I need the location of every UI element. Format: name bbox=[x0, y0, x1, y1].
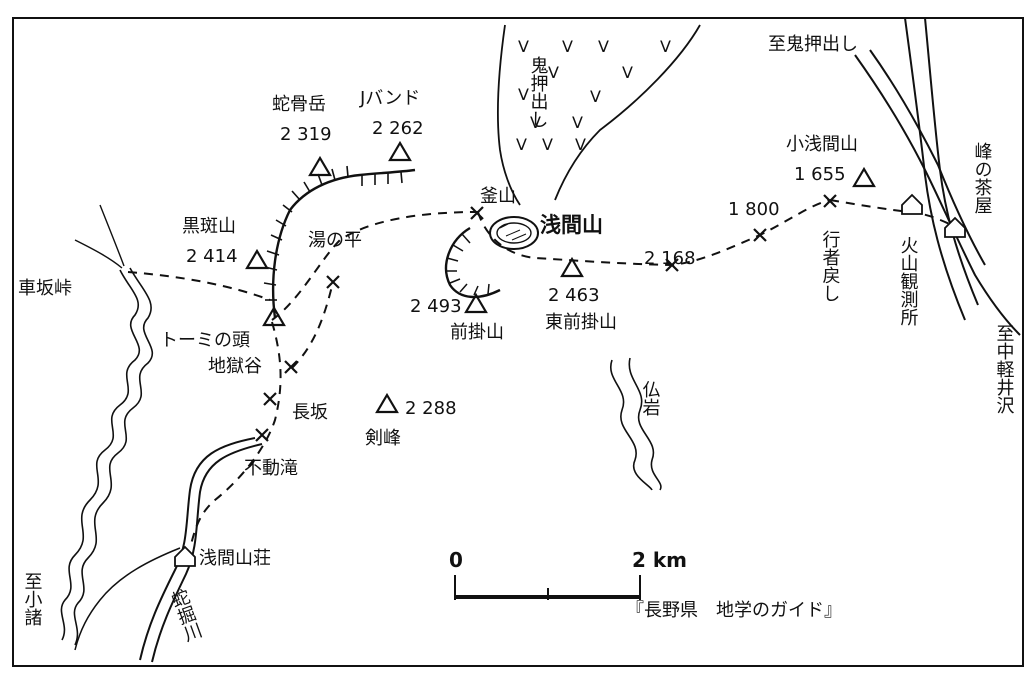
scale-zero: 0 bbox=[449, 548, 463, 572]
label-kenmine: 剣峰 bbox=[365, 428, 401, 449]
peak-jakotsu-triangle bbox=[308, 155, 332, 177]
label-elev-2168: 2 168 bbox=[644, 248, 696, 269]
label-to-onioshidashi: 至鬼押出し bbox=[768, 34, 858, 55]
road-lower-left bbox=[74, 547, 181, 651]
label-kazan-kansokujo: 火山観測所 bbox=[898, 236, 919, 326]
label-elev-1800: 1 800 bbox=[728, 199, 780, 220]
ridge-maekake bbox=[444, 226, 501, 299]
river-kurumazaka bbox=[60, 269, 141, 641]
svg-text:V: V bbox=[622, 63, 633, 82]
svg-text:V: V bbox=[530, 113, 541, 132]
label-to-nakakaruizawa: 至中軽井沢 bbox=[994, 324, 1015, 414]
label-onioshidashi-area: 鬼押出し bbox=[528, 56, 549, 128]
river-kurumazaka-bank bbox=[73, 267, 154, 646]
elev-kurofu: 2 414 bbox=[186, 246, 238, 267]
elev-koasama: 1 655 bbox=[794, 164, 846, 185]
label-jigokudani: 地獄谷 bbox=[208, 356, 262, 377]
crater-inner bbox=[496, 222, 532, 244]
scale-end: 2 km bbox=[632, 548, 687, 572]
label-jband: Jバンド bbox=[359, 88, 420, 109]
svg-text:V: V bbox=[572, 113, 583, 132]
svg-text:V: V bbox=[590, 87, 601, 106]
onioshidashi-flow-right bbox=[554, 24, 701, 201]
maekake-hachures bbox=[446, 233, 490, 296]
road-onioshidashi bbox=[854, 54, 1021, 336]
svg-text:V: V bbox=[562, 37, 573, 56]
stream-left-branch bbox=[74, 204, 125, 269]
label-nagasaka: 長坂 bbox=[292, 402, 328, 423]
label-jakotsu: 蛇骨岳 bbox=[272, 94, 326, 115]
x-markers bbox=[255, 194, 837, 442]
label-maekake: 前掛山 bbox=[450, 322, 504, 343]
label-higashimaekake: 東前掛山 bbox=[545, 312, 617, 333]
crater-outer bbox=[489, 216, 539, 250]
svg-text:V: V bbox=[548, 63, 559, 82]
peak-kenmine-triangle bbox=[375, 392, 399, 414]
elev-kenmine: 2 288 bbox=[405, 398, 457, 419]
hut-observatory-icon bbox=[901, 193, 923, 215]
svg-text:V: V bbox=[598, 37, 609, 56]
road-to-sanso-inner bbox=[151, 443, 263, 663]
peak-triangles bbox=[245, 140, 876, 414]
peak-higashimaekake-triangle bbox=[560, 256, 584, 278]
svg-text:V: V bbox=[516, 135, 527, 154]
hut-minechaya-icon bbox=[944, 216, 966, 238]
hut-icons bbox=[174, 193, 966, 567]
svg-text:V: V bbox=[660, 37, 671, 56]
elev-maekake: 2 493 bbox=[410, 296, 462, 317]
onioshidashi-flow bbox=[497, 24, 521, 206]
label-to-komoro: 至小諸 bbox=[22, 572, 43, 626]
source-credit: 『長野県 地学のガイド』 bbox=[626, 600, 842, 621]
svg-text:V: V bbox=[575, 135, 586, 154]
label-yunotaira: 湯の平 bbox=[308, 230, 362, 251]
label-mine-chaya: 峰の茶屋 bbox=[972, 142, 993, 214]
label-kurofu: 黒斑山 bbox=[182, 216, 236, 237]
hotokeiwa-shape bbox=[609, 357, 662, 491]
label-kamayama: 釜山 bbox=[480, 186, 516, 207]
svg-text:V: V bbox=[542, 135, 553, 154]
label-jakotsugawa: 蛇掘川 bbox=[166, 586, 204, 644]
road-nakakaruizawa bbox=[904, 17, 966, 321]
label-tomi: トーミの頭 bbox=[160, 330, 250, 351]
label-asamayama: 浅間山 bbox=[540, 213, 603, 237]
label-fudodaki: 不動滝 bbox=[244, 458, 298, 479]
road-nakakaruizawa-b bbox=[924, 17, 979, 306]
label-kurumazaka: 車坂峠 bbox=[18, 278, 72, 299]
elev-jband: 2 262 bbox=[372, 118, 424, 139]
svg-text:V: V bbox=[518, 37, 529, 56]
peak-jband-triangle bbox=[388, 140, 412, 162]
peak-kurofu-triangle bbox=[245, 248, 269, 270]
label-sanso: 浅間山荘 bbox=[199, 548, 271, 569]
elev-higashimaekake: 2 463 bbox=[548, 285, 600, 306]
scale-bar: 0 2 km bbox=[449, 548, 687, 600]
elev-jakotsu: 2 319 bbox=[280, 124, 332, 145]
peak-koasama-triangle bbox=[852, 166, 876, 188]
peak-tomi-triangle bbox=[262, 305, 286, 327]
peak-maekake-triangle bbox=[464, 292, 488, 314]
crater-hatch bbox=[499, 223, 527, 241]
road-onioshidashi-b bbox=[869, 49, 986, 266]
road-to-sanso bbox=[139, 437, 256, 661]
hut-sanso-icon bbox=[174, 545, 196, 567]
svg-text:V: V bbox=[518, 85, 529, 104]
map-frame bbox=[12, 17, 1024, 667]
label-koasama: 小浅間山 bbox=[786, 134, 858, 155]
label-hotokeiwa: 仏岩 bbox=[640, 380, 661, 416]
label-gyojagaeshi: 行者戻し bbox=[820, 230, 841, 302]
